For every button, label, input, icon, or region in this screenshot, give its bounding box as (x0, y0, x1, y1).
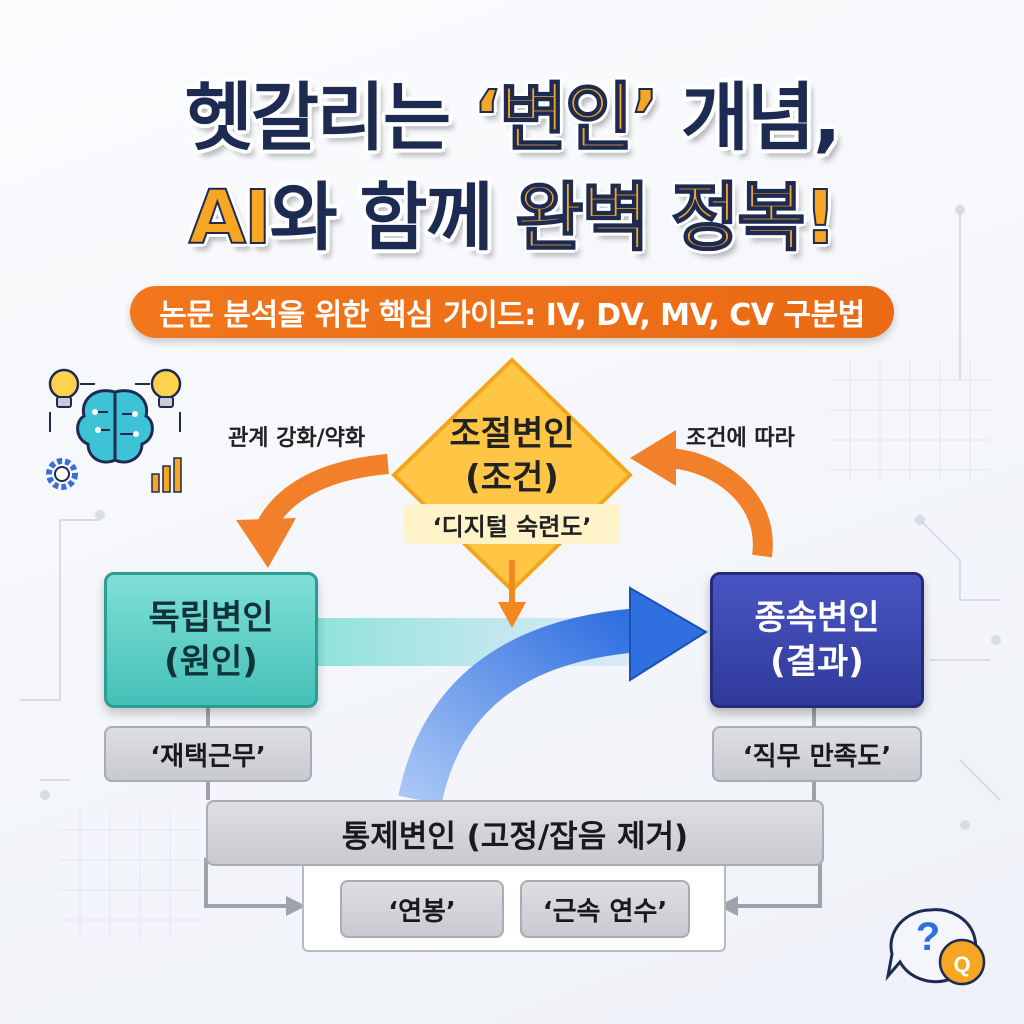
moderator-variable: 조절변인 (조건) (404, 412, 620, 500)
orange-arrow-right-head (630, 430, 676, 486)
moderator-down-arrow (498, 602, 526, 628)
independent-variable-box: 독립변인 (원인) (104, 572, 318, 708)
svg-text:Q: Q (953, 952, 970, 977)
independent-name: 독립변인 (148, 598, 274, 638)
title-line1-suffix: 개념, (657, 75, 841, 161)
lightbulb-icon (48, 368, 80, 408)
svg-text:?: ? (916, 915, 940, 959)
title-line2-highlight: 완벽 정복! (514, 175, 838, 261)
title-line2-ai: AI (188, 175, 273, 261)
title-line-2: AI와 함께 완벽 정복! (0, 175, 1024, 261)
title-line1-prefix: 헷갈리는 (184, 75, 473, 161)
title-line1-highlight: ‘변인’ (472, 75, 660, 161)
independent-role: (원인) (164, 642, 258, 682)
dependent-name: 종속변인 (754, 598, 880, 638)
title-line2-middle: 와 함께 (269, 175, 516, 261)
orange-arrow-left (254, 454, 389, 535)
bar-chart-icon (151, 457, 182, 493)
moderator-example: ‘디지털 숙련도’ (404, 504, 620, 544)
blue-curved-arrow (398, 608, 642, 805)
title-line-1: 헷갈리는 ‘변인’ 개념, (0, 75, 1024, 161)
question-bubble-icon: ? Q (885, 908, 986, 986)
gear-icon (46, 458, 78, 490)
moderator-name: 조절변인 (449, 414, 575, 454)
independent-example: ‘재택근무’ (104, 726, 312, 782)
control-example-tenure: ‘근속 연수’ (520, 880, 690, 938)
brain-icon (76, 389, 154, 464)
ai-icon-cluster (46, 368, 182, 493)
dependent-example: ‘직무 만족도’ (712, 726, 922, 782)
lightbulb-icon (150, 368, 182, 408)
control-example-salary: ‘연봉’ (340, 880, 504, 938)
orange-arrow-right (668, 448, 773, 558)
moderator-role: (조건) (465, 458, 559, 498)
control-variable-bar: 통제변인 (고정/잡음 제거) (206, 800, 824, 866)
subtitle-banner: 논문 분석을 위한 핵심 가이드: IV, DV, MV, CV 구분법 (130, 286, 894, 338)
orange-arrow-left-head (236, 518, 296, 568)
left-arrow-label: 관계 강화/약화 (228, 426, 366, 451)
dependent-role: (결과) (770, 642, 864, 682)
right-arrow-label: 조건에 따라 (686, 426, 795, 451)
blue-arrow-head (629, 586, 708, 682)
dependent-variable-box: 종속변인 (결과) (710, 572, 924, 708)
